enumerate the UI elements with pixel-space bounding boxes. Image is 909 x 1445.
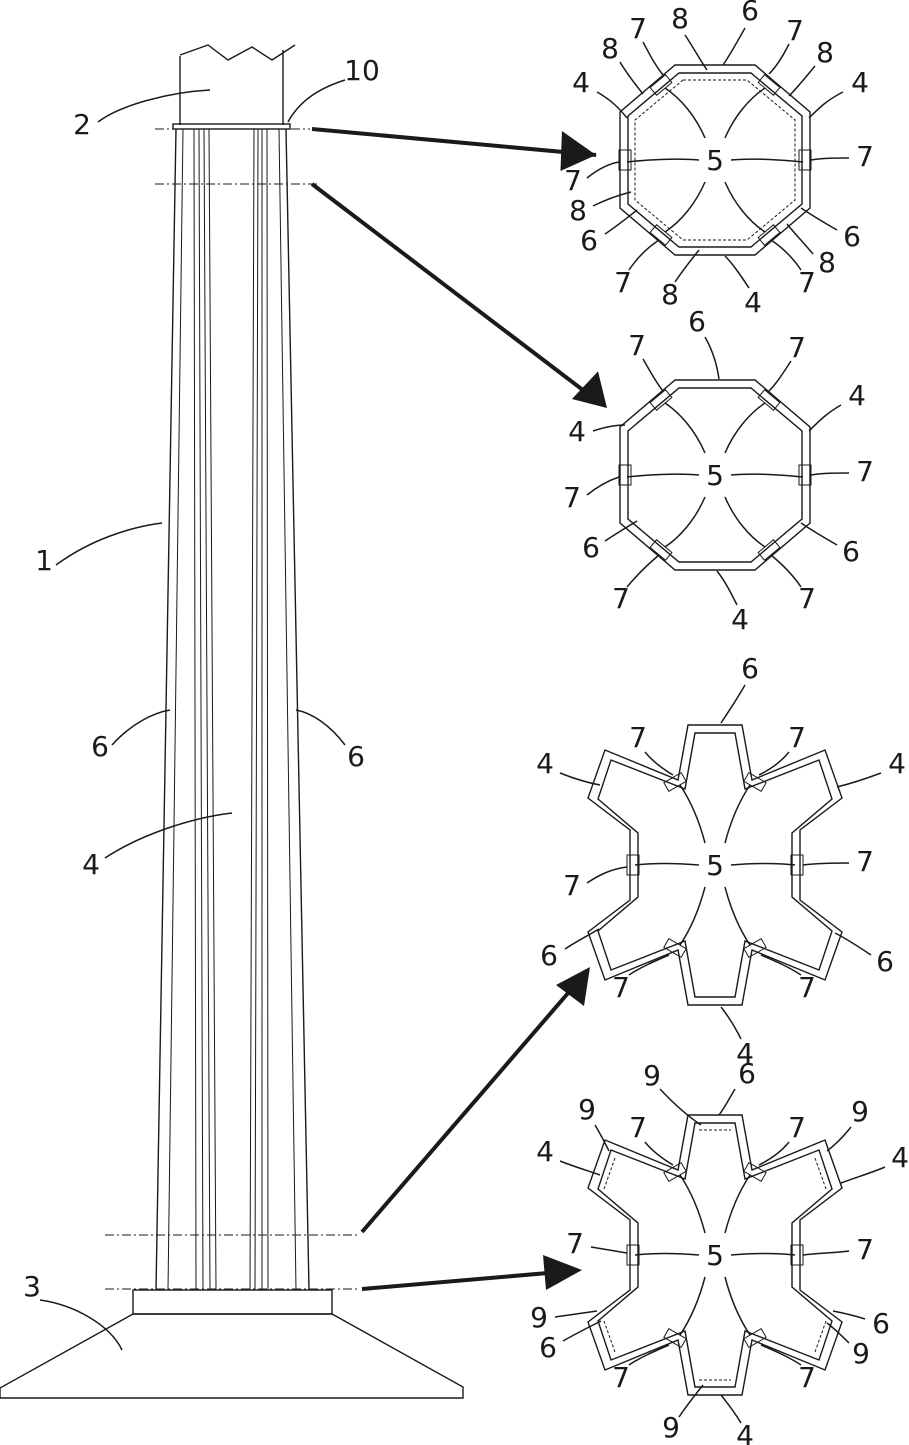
svg-text:6: 6 (688, 305, 706, 338)
svg-text:5: 5 (706, 459, 724, 492)
svg-text:8: 8 (671, 2, 689, 35)
tower-elevation (0, 44, 464, 1399)
break-line (179, 44, 296, 61)
svg-text:6: 6 (582, 531, 600, 564)
svg-text:4: 4 (536, 1135, 554, 1168)
svg-text:6: 6 (738, 1057, 756, 1090)
section-lower: 5 6 7 7 4 4 7 7 6 6 7 7 4 (536, 652, 906, 1070)
svg-text:7: 7 (563, 481, 581, 514)
svg-text:7: 7 (788, 331, 806, 364)
svg-text:7: 7 (629, 721, 647, 754)
section-arrows (310, 127, 607, 1291)
svg-text:7: 7 (786, 14, 804, 47)
svg-text:7: 7 (629, 12, 647, 45)
svg-text:4: 4 (891, 1141, 909, 1174)
svg-text:7: 7 (856, 140, 874, 173)
label-6-left: 6 (91, 730, 109, 763)
svg-text:6: 6 (876, 945, 894, 978)
svg-text:7: 7 (564, 164, 582, 197)
foundation-base (0, 1313, 464, 1399)
elevation-labels: 2 10 1 6 6 4 3 (23, 54, 380, 1351)
svg-text:4: 4 (736, 1419, 754, 1445)
shaft-edge-left (155, 128, 177, 1291)
svg-text:7: 7 (856, 1233, 874, 1266)
label-4: 4 (82, 848, 100, 881)
svg-text:7: 7 (788, 721, 806, 754)
svg-text:7: 7 (798, 1361, 816, 1394)
svg-text:9: 9 (662, 1411, 680, 1444)
svg-text:4: 4 (536, 747, 554, 780)
svg-text:7: 7 (629, 1111, 647, 1144)
svg-text:5: 5 (706, 849, 724, 882)
svg-text:4: 4 (731, 603, 749, 636)
label-6-right: 6 (347, 740, 365, 773)
top-flange (172, 123, 291, 130)
shaft-edge-right (285, 128, 310, 1291)
label-5: 5 (706, 144, 724, 177)
svg-text:6: 6 (843, 220, 861, 253)
svg-text:7: 7 (612, 582, 630, 615)
svg-text:4: 4 (572, 66, 590, 99)
svg-text:9: 9 (852, 1337, 870, 1370)
svg-text:7: 7 (566, 1227, 584, 1260)
svg-text:4: 4 (851, 66, 869, 99)
svg-text:8: 8 (818, 246, 836, 279)
label-3: 3 (23, 1270, 41, 1303)
svg-text:7: 7 (563, 869, 581, 902)
svg-text:6: 6 (741, 0, 759, 27)
svg-text:8: 8 (601, 32, 619, 65)
label-2: 2 (73, 108, 91, 141)
svg-text:7: 7 (614, 266, 632, 299)
svg-text:9: 9 (578, 1093, 596, 1126)
svg-text:9: 9 (851, 1095, 869, 1128)
svg-text:5: 5 (706, 1239, 724, 1272)
svg-text:6: 6 (741, 652, 759, 685)
svg-text:4: 4 (568, 415, 586, 448)
svg-text:6: 6 (872, 1307, 890, 1340)
section-top: 5 7 8 6 7 8 8 4 4 7 7 8 6 6 8 7 7 8 4 (564, 0, 874, 319)
svg-text:9: 9 (530, 1301, 548, 1334)
svg-text:7: 7 (856, 455, 874, 488)
svg-text:7: 7 (798, 582, 816, 615)
svg-text:7: 7 (788, 1111, 806, 1144)
svg-text:7: 7 (612, 971, 630, 1004)
svg-text:6: 6 (842, 535, 860, 568)
svg-text:4: 4 (736, 1037, 754, 1070)
svg-text:6: 6 (539, 1331, 557, 1364)
svg-text:8: 8 (569, 194, 587, 227)
svg-text:7: 7 (628, 329, 646, 362)
svg-text:7: 7 (798, 971, 816, 1004)
svg-text:8: 8 (661, 278, 679, 311)
svg-text:4: 4 (744, 286, 762, 319)
svg-text:4: 4 (888, 747, 906, 780)
section-upper: 5 7 6 7 4 4 7 7 6 6 7 7 4 (563, 305, 874, 636)
label-10: 10 (344, 54, 380, 87)
svg-text:7: 7 (612, 1361, 630, 1394)
svg-text:8: 8 (816, 36, 834, 69)
section-base: 5 6 9 9 9 7 7 4 4 7 7 9 6 6 9 7 7 9 4 (530, 1057, 909, 1445)
foundation-plinth (132, 1289, 333, 1315)
svg-text:4: 4 (848, 379, 866, 412)
svg-text:6: 6 (540, 939, 558, 972)
svg-text:7: 7 (856, 845, 874, 878)
svg-text:6: 6 (580, 224, 598, 257)
label-1: 1 (35, 544, 53, 577)
svg-text:9: 9 (643, 1059, 661, 1092)
svg-text:7: 7 (798, 266, 816, 299)
